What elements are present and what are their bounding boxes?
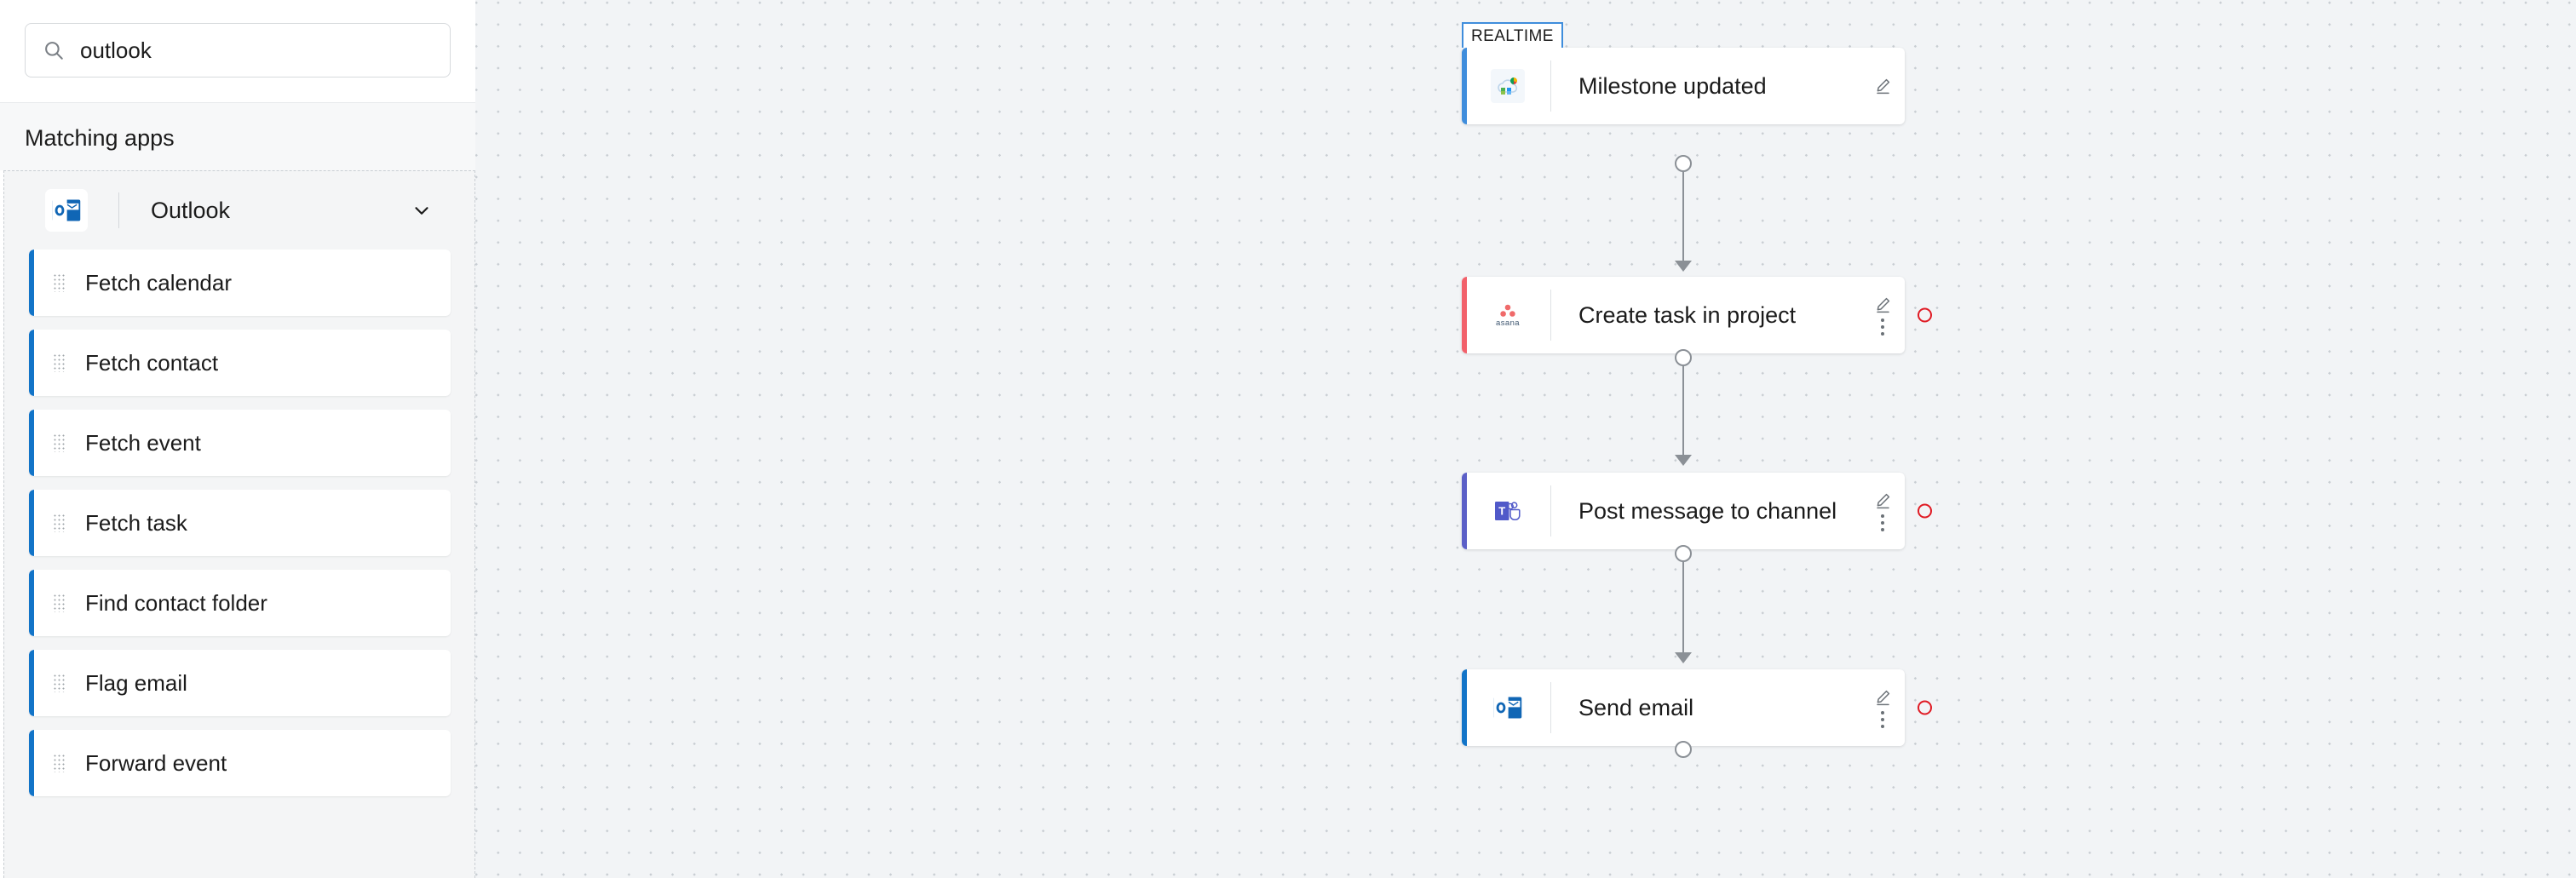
connector-line: [1682, 164, 1684, 267]
status-badge[interactable]: [1918, 700, 1932, 715]
drag-handle-icon[interactable]: [53, 273, 65, 292]
search-input[interactable]: [80, 37, 433, 64]
workflow-node-milestone-updated[interactable]: Milestone updated: [1462, 48, 1905, 124]
connector-dot-icon[interactable]: [1675, 349, 1692, 366]
drag-handle-icon[interactable]: [53, 594, 65, 612]
microsoft-teams-icon: T: [1487, 491, 1528, 531]
node-separator: [1550, 60, 1551, 112]
connector-dot-icon[interactable]: [1675, 741, 1692, 758]
workflow-node-send-email[interactable]: Send email: [1462, 669, 1932, 746]
action-item-find-contact-folder[interactable]: Find contact folder: [29, 570, 451, 636]
node-actions: [1872, 473, 1893, 549]
outlook-icon: [1487, 687, 1528, 728]
kebab-menu-icon[interactable]: [1881, 711, 1884, 728]
app-group-outlook: Outlook Fetch calendar Fetch contact: [3, 170, 475, 878]
action-list: Fetch calendar Fetch contact Fetch event…: [4, 250, 474, 810]
drag-handle-icon[interactable]: [53, 514, 65, 532]
drag-handle-icon[interactable]: [53, 674, 65, 692]
node-separator: [1550, 682, 1551, 733]
asana-icon: asana: [1487, 295, 1528, 336]
node-accent-bar: [1462, 277, 1467, 353]
realtime-badge: REALTIME: [1462, 22, 1563, 48]
node-accent-bar: [1462, 669, 1467, 746]
matching-apps-header: Matching apps: [0, 102, 475, 170]
chevron-down-icon[interactable]: [411, 199, 433, 221]
app-name-label: Outlook: [151, 197, 231, 223]
arrow-down-icon: [1675, 652, 1692, 663]
action-item-label: Fetch calendar: [85, 269, 232, 296]
node-title: Send email: [1578, 694, 1694, 720]
kebab-menu-icon[interactable]: [1881, 318, 1884, 336]
node-actions: [1872, 277, 1893, 353]
action-item-fetch-contact[interactable]: Fetch contact: [29, 330, 451, 396]
arrow-down-icon: [1675, 455, 1692, 466]
node-separator: [1550, 485, 1551, 537]
svg-text:T: T: [1498, 505, 1505, 518]
node-actions: [1872, 669, 1893, 746]
action-item-flag-email[interactable]: Flag email: [29, 650, 451, 716]
kebab-menu-icon[interactable]: [1881, 514, 1884, 531]
smartsheet-cloud-icon: [1487, 66, 1528, 106]
search-icon: [43, 39, 65, 61]
drag-handle-icon[interactable]: [53, 353, 65, 372]
outlook-logo-icon: [45, 189, 88, 232]
node-actions: [1872, 48, 1893, 124]
arrow-down-icon: [1675, 261, 1692, 272]
workflow-canvas[interactable]: REALTIME: [475, 0, 2576, 878]
node-separator: [1550, 290, 1551, 341]
action-item-label: Flag email: [85, 669, 187, 696]
pencil-edit-icon[interactable]: [1872, 687, 1893, 708]
action-item-label: Forward event: [85, 749, 227, 776]
node-title: Post message to channel: [1578, 497, 1837, 524]
action-item-fetch-event[interactable]: Fetch event: [29, 410, 451, 476]
status-badge[interactable]: [1918, 503, 1932, 519]
search-box[interactable]: [25, 23, 451, 77]
connector-dot-icon[interactable]: [1675, 155, 1692, 172]
connector-line: [1682, 358, 1684, 462]
drag-handle-icon[interactable]: [53, 754, 65, 772]
apps-sidebar: Matching apps Outlook: [0, 0, 475, 878]
action-item-label: Fetch event: [85, 429, 201, 456]
action-item-label: Fetch task: [85, 509, 187, 536]
connector-line: [1682, 554, 1684, 659]
connector-dot-icon[interactable]: [1675, 545, 1692, 562]
workflow-node-create-task-in-project[interactable]: asana Create task in project: [1462, 277, 1932, 353]
status-badge[interactable]: [1918, 307, 1932, 323]
node-title: Milestone updated: [1578, 72, 1767, 99]
svg-text:asana: asana: [1496, 318, 1520, 328]
pencil-edit-icon[interactable]: [1872, 76, 1893, 96]
drag-handle-icon[interactable]: [53, 433, 65, 452]
action-item-label: Fetch contact: [85, 349, 219, 376]
pencil-edit-icon[interactable]: [1872, 491, 1893, 511]
app-header-outlook[interactable]: Outlook: [4, 171, 474, 250]
node-title: Create task in project: [1578, 301, 1797, 328]
workflow-node-post-message-to-channel[interactable]: T Post message to channel: [1462, 473, 1932, 549]
pencil-edit-icon[interactable]: [1872, 295, 1893, 315]
node-accent-bar: [1462, 473, 1467, 549]
node-accent-bar: [1462, 48, 1467, 124]
app-header-divider: [118, 192, 119, 228]
action-item-label: Find contact folder: [85, 589, 267, 616]
search-section: [0, 0, 475, 102]
action-item-fetch-task[interactable]: Fetch task: [29, 490, 451, 556]
action-item-forward-event[interactable]: Forward event: [29, 730, 451, 796]
action-item-fetch-calendar[interactable]: Fetch calendar: [29, 250, 451, 316]
